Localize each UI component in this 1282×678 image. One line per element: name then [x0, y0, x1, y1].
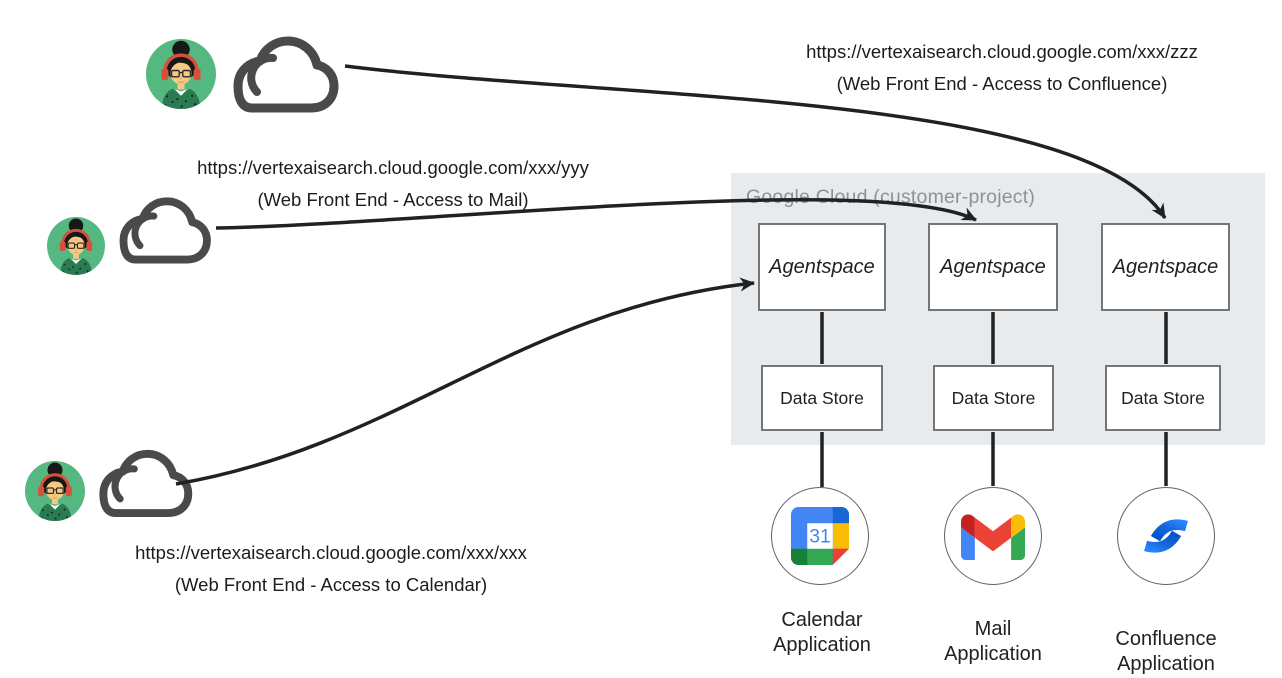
datastore-label: Data Store [1121, 387, 1205, 408]
url-caption: (Web Front End - Access to Mail) [257, 189, 529, 210]
agentspace-label: Agentspace [769, 255, 875, 278]
url-text: https://vertexaisearch.cloud.google.com/… [197, 157, 589, 178]
confluence-icon [1144, 519, 1188, 553]
url-block-confluence: https://vertexaisearch.cloud.google.com/… [702, 36, 1282, 100]
url-text: https://vertexaisearch.cloud.google.com/… [806, 41, 1198, 62]
user-avatar-mail-icon [47, 217, 105, 275]
user-avatar-confluence-icon [146, 39, 216, 109]
google-cloud-label: Google Cloud (customer-project) [746, 186, 1036, 208]
agentspace-label: Agentspace [1112, 255, 1219, 278]
url-caption: (Web Front End - Access to Calendar) [174, 574, 488, 595]
app-label-mail: Mail Application [944, 618, 1042, 665]
gmail-icon [961, 514, 1025, 560]
app-circle-calendar: 31 [771, 487, 869, 585]
url-block-mail: https://vertexaisearch.cloud.google.com/… [93, 152, 693, 216]
app-circle-mail [944, 487, 1042, 585]
url-text: https://vertexaisearch.cloud.google.com/… [135, 542, 527, 563]
arrow-calendar-user-to-agentspace [175, 277, 755, 486]
url-caption: (Web Front End - Access to Confluence) [836, 73, 1168, 94]
agentspace-label: Agentspace [940, 255, 1046, 278]
user-avatar-calendar-icon [25, 461, 85, 521]
cloud-icon-calendar-user [83, 440, 198, 526]
calendar-day-text: 31 [809, 526, 830, 547]
datastore-box-calendar: Data Store [761, 365, 883, 431]
cloud-icon-confluence-user [211, 28, 349, 120]
agentspace-box-mail: Agentspace [928, 223, 1058, 311]
agentspace-box-confluence: Agentspace [1101, 223, 1230, 311]
google-calendar-icon: 31 [791, 507, 849, 565]
app-circle-confluence [1117, 487, 1215, 585]
datastore-label: Data Store [951, 387, 1036, 408]
url-block-calendar: https://vertexaisearch.cloud.google.com/… [31, 537, 631, 601]
app-label-calendar: Calendar Application [773, 609, 871, 656]
datastore-box-mail: Data Store [933, 365, 1054, 431]
agentspace-box-calendar: Agentspace [758, 223, 886, 311]
app-label-confluence: Confluence Application [1115, 628, 1217, 675]
datastore-box-confluence: Data Store [1105, 365, 1221, 431]
datastore-label: Data Store [780, 387, 864, 408]
